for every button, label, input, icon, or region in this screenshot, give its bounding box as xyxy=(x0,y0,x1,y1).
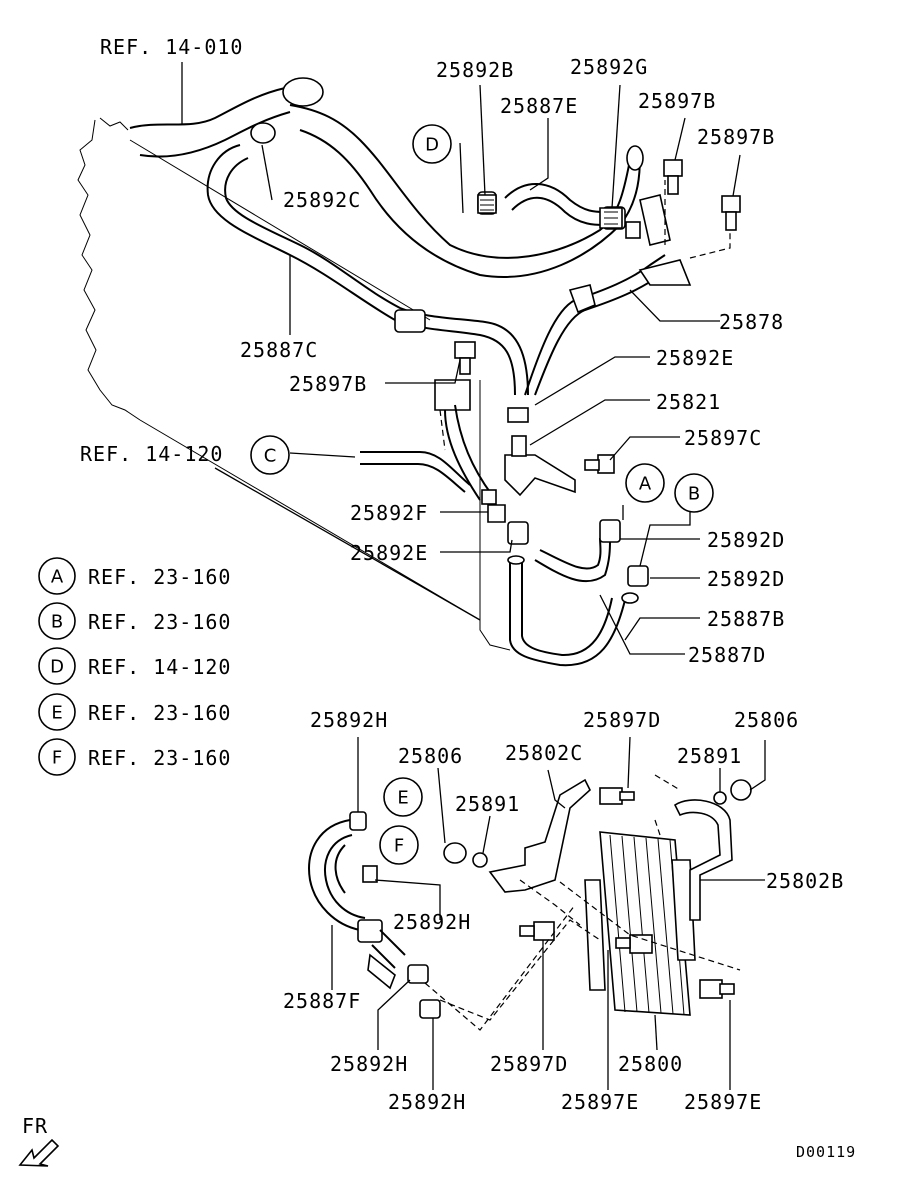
part-label-25891: 25891 xyxy=(455,792,520,816)
part-label-25892H: 25892H xyxy=(388,1090,466,1114)
part-label-25892H: 25892H xyxy=(393,910,471,934)
part-labels-lower: 25892H 25806 25802C 25897D 25891 25806 2… xyxy=(283,708,844,1114)
svg-text:REF. 23-160: REF. 23-160 xyxy=(88,610,231,634)
svg-text:B: B xyxy=(688,484,700,505)
svg-text:F: F xyxy=(394,836,404,857)
part-label-25892G: 25892G xyxy=(570,55,648,79)
part-label-25897E: 25897E xyxy=(684,1090,762,1114)
marker-E: E xyxy=(383,777,423,817)
svg-text:A: A xyxy=(51,567,64,588)
svg-text:F: F xyxy=(52,748,62,769)
svg-text:E: E xyxy=(51,703,62,724)
legend-item-E: E REF. 23-160 xyxy=(38,693,231,731)
part-label-25887E: 25887E xyxy=(500,94,578,118)
part-label-25892H: 25892H xyxy=(330,1052,408,1076)
bolt-25897B-mid xyxy=(454,341,476,375)
part-label-25897B: 25897B xyxy=(697,125,775,149)
part-label-25887C: 25887C xyxy=(240,338,318,362)
part-label-25892H: 25892H xyxy=(310,708,388,732)
part-label-25802B: 25802B xyxy=(766,869,844,893)
part-label-25892C: 25892C xyxy=(283,188,361,212)
part-label-25821: 25821 xyxy=(656,390,721,414)
part-label-25802C: 25802C xyxy=(505,741,583,765)
legend: A REF. 23-160 B REF. 23-160 D REF. 14-12… xyxy=(38,557,231,776)
part-label-25892D: 25892D xyxy=(707,528,785,552)
direction-label: FR xyxy=(22,1114,48,1138)
radiator-outline xyxy=(77,117,481,621)
marker-F: F xyxy=(379,825,419,865)
legend-item-A: A REF. 23-160 xyxy=(38,557,231,595)
part-label-25897B: 25897B xyxy=(638,89,716,113)
bolt-25897B-top-2 xyxy=(721,195,741,231)
part-label-25897E: 25897E xyxy=(561,1090,639,1114)
part-label-25897C: 25897C xyxy=(684,426,762,450)
bolt-25897C xyxy=(584,454,615,474)
bolt-25897B-top-1 xyxy=(663,159,683,195)
part-label-25878: 25878 xyxy=(719,310,784,334)
clamp-25892G xyxy=(599,207,623,229)
part-label-25887F: 25887F xyxy=(283,989,361,1013)
part-labels-upper: 25892B 25892G 25887E 25897B 25897B 25892… xyxy=(240,55,785,667)
marker-D: D xyxy=(412,124,452,164)
part-label-25887D: 25887D xyxy=(688,643,766,667)
svg-text:REF. 23-160: REF. 23-160 xyxy=(88,565,231,589)
clamp-25892B xyxy=(477,194,497,214)
svg-text:C: C xyxy=(264,446,277,467)
svg-text:REF. 23-160: REF. 23-160 xyxy=(88,701,231,725)
svg-text:D: D xyxy=(50,657,64,678)
ref-14-120-label: REF. 14-120 xyxy=(80,442,223,466)
part-label-25897B: 25897B xyxy=(289,372,367,396)
part-label-25891: 25891 xyxy=(677,744,742,768)
leader-lines-lower xyxy=(331,736,766,1090)
svg-text:REF. 14-120: REF. 14-120 xyxy=(88,655,231,679)
part-label-25800: 25800 xyxy=(618,1052,683,1076)
svg-text:E: E xyxy=(397,788,408,809)
part-label-25897D: 25897D xyxy=(583,708,661,732)
legend-item-F: F REF. 23-160 xyxy=(38,738,231,776)
svg-text:A: A xyxy=(639,474,652,495)
svg-text:REF. 23-160: REF. 23-160 xyxy=(88,746,231,770)
part-label-25892E: 25892E xyxy=(350,541,428,565)
marker-C: C xyxy=(250,435,290,475)
legend-item-B: B REF. 23-160 xyxy=(38,602,231,640)
part-label-25806: 25806 xyxy=(734,708,799,732)
oil-cooler-assembly xyxy=(308,778,752,1019)
marker-A: A xyxy=(625,463,665,503)
upper-hose-assembly xyxy=(129,77,741,667)
leader-lines-upper xyxy=(181,62,741,655)
marker-B: B xyxy=(674,473,714,513)
part-label-25887B: 25887B xyxy=(707,607,785,631)
part-label-25806: 25806 xyxy=(398,744,463,768)
ref-14-010-label: REF. 14-010 xyxy=(100,35,243,59)
part-label-25892F: 25892F xyxy=(350,501,428,525)
part-label-25892D: 25892D xyxy=(707,567,785,591)
front-direction-arrow: FR xyxy=(18,1114,60,1167)
svg-text:B: B xyxy=(51,612,63,633)
part-label-25892B: 25892B xyxy=(436,58,514,82)
part-label-25892E: 25892E xyxy=(656,346,734,370)
part-label-25897D: 25897D xyxy=(490,1052,568,1076)
svg-text:D: D xyxy=(425,135,439,156)
legend-item-D: D REF. 14-120 xyxy=(38,647,231,685)
diagram-id: D00119 xyxy=(796,1143,856,1161)
